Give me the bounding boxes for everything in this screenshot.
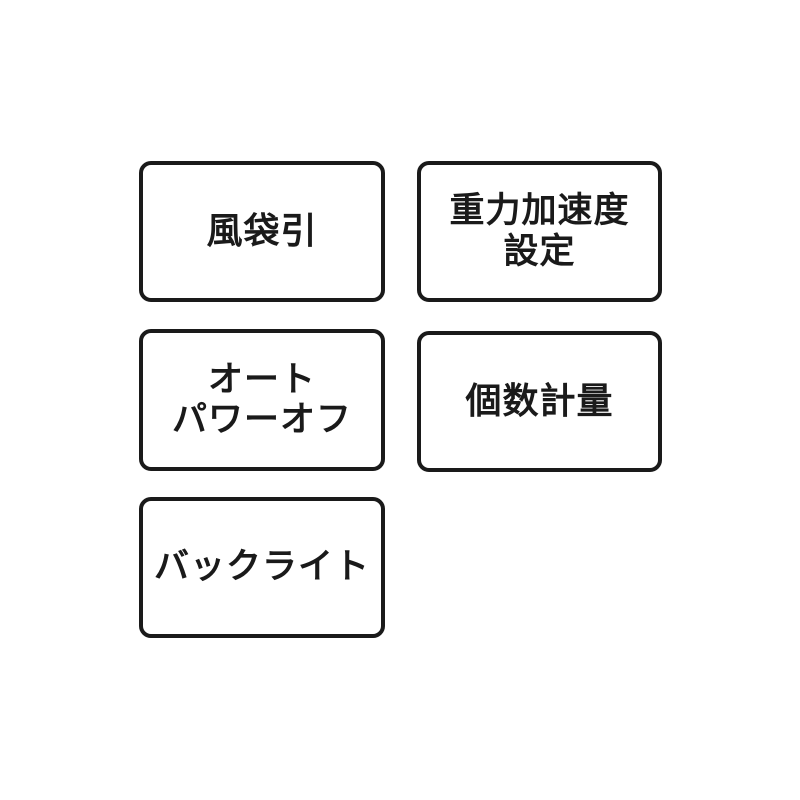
piece-counting-label: 個数計量	[465, 380, 614, 422]
gravity-acceleration-setting-box: 重力加速度 設定	[417, 161, 662, 302]
auto-power-off-label-line-2: パワーオフ	[171, 400, 352, 440]
auto-power-off-box: オート パワーオフ	[139, 329, 385, 471]
backlight-box: バックライト	[139, 497, 385, 638]
backlight-label: バックライト	[153, 547, 370, 588]
gravity-acceleration-label-line-1: 重力加速度	[449, 191, 630, 232]
auto-power-off-label-line-1: オート	[207, 359, 316, 400]
piece-counting-box: 個数計量	[417, 331, 662, 472]
tare-label: 風袋引	[206, 210, 318, 252]
tare-feature-box: 風袋引	[139, 161, 385, 302]
gravity-acceleration-label-line-2: 設定	[503, 231, 576, 272]
